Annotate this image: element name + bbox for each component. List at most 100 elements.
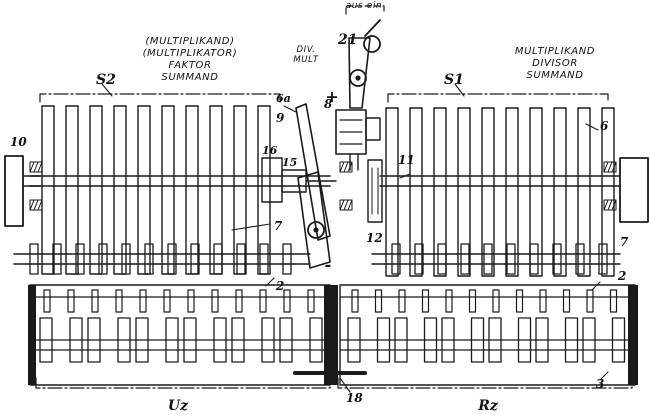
digit-wheel	[347, 317, 361, 363]
setting-slide	[65, 105, 79, 275]
bearing-block	[339, 161, 353, 173]
pinion	[529, 243, 539, 275]
caption-aus-ein: aus ein	[346, 1, 383, 11]
group-brackets	[35, 5, 633, 389]
right-end-block	[619, 157, 649, 223]
setting-slides-s1	[385, 107, 615, 277]
label-8: 8	[324, 97, 333, 111]
transfer-tooth	[539, 289, 547, 313]
setting-slide	[505, 107, 519, 277]
label-6a: 6a	[276, 92, 291, 105]
digit-wheel	[582, 317, 596, 363]
bearing-block	[603, 161, 617, 173]
setting-slide	[577, 107, 591, 277]
digit-wheel	[117, 317, 131, 363]
bearing-hatch	[607, 199, 613, 211]
digit-wheel	[231, 317, 245, 363]
pinion	[391, 243, 401, 275]
bearing-hatch	[603, 199, 609, 211]
transfer-tooth	[609, 289, 618, 313]
label-15: 15	[282, 156, 297, 169]
bearing-block	[603, 199, 617, 211]
setting-slide	[137, 105, 151, 275]
label-21: 21	[337, 32, 357, 48]
left-handwheel	[4, 155, 41, 227]
digit-wheel	[611, 317, 626, 363]
bearing-hatch	[339, 161, 345, 173]
setting-slide	[209, 105, 223, 275]
pinion	[552, 243, 562, 275]
caption-summand-right: SUMMAND	[526, 70, 583, 81]
pinion	[236, 243, 246, 275]
coupling-8	[335, 109, 381, 171]
label-18: 18	[346, 391, 363, 405]
caption-multiplikand-left: (MULTIPLIKAND)	[145, 36, 234, 47]
setting-slide	[553, 107, 567, 277]
digit-wheel	[564, 317, 579, 363]
caption-multiplikator: (MULTIPLIKATOR)	[143, 48, 238, 59]
label-s2: S2	[96, 72, 116, 88]
digit-wheel	[261, 317, 275, 363]
transfer-tooth	[515, 289, 524, 313]
pinion	[282, 243, 292, 275]
pinions-left	[29, 243, 292, 275]
setting-slide	[601, 107, 615, 277]
pinions-right	[391, 243, 608, 275]
bearing-hatch	[37, 199, 43, 211]
label-16: 16	[262, 144, 278, 157]
label-9: 9	[276, 111, 285, 125]
transfer-tooth	[235, 289, 243, 313]
pinion	[167, 243, 177, 275]
gear-12	[367, 159, 383, 223]
transfer-tooth	[351, 289, 359, 313]
bearing-hatch	[37, 161, 43, 173]
reversing-lever-9	[295, 103, 331, 241]
transfer-tooth	[91, 289, 99, 313]
digit-wheel	[517, 317, 532, 363]
pinion	[460, 243, 470, 275]
pinion	[259, 243, 269, 275]
counter-wheels-uz	[39, 289, 323, 363]
setting-slide	[41, 105, 55, 275]
caption-mult: MULT	[293, 55, 319, 65]
bearing-hatch	[343, 199, 349, 211]
digit-wheel	[441, 317, 455, 363]
digit-wheel	[135, 317, 149, 363]
transfer-tooth	[115, 289, 123, 313]
bearing-hatch	[603, 161, 609, 173]
transfer-tooth	[586, 289, 594, 313]
label-11: 11	[398, 153, 415, 167]
setting-slide	[529, 107, 543, 277]
label-2-right: 2	[617, 269, 626, 283]
caption-summand-left: SUMMAND	[161, 72, 218, 83]
transfer-tooth	[43, 289, 51, 313]
crank-arm	[297, 171, 331, 269]
transfer-tooth	[421, 289, 430, 313]
transfer-tooth	[163, 289, 171, 313]
pinion	[98, 243, 108, 275]
digit-wheel	[213, 317, 227, 363]
setting-slide	[113, 105, 127, 275]
digit-wheel	[69, 317, 83, 363]
register-end-caps	[28, 285, 638, 385]
transfer-tooth	[398, 289, 406, 313]
caption-divisor: DIVISOR	[532, 58, 578, 69]
pinion	[506, 243, 516, 275]
label-12: 12	[366, 231, 383, 245]
digit-wheel	[279, 317, 293, 363]
label-7-right: 7	[620, 235, 629, 249]
transfer-tooth	[307, 289, 315, 313]
switch-lever-21	[348, 19, 381, 109]
transfer-tooth	[492, 289, 500, 313]
setting-slide	[185, 105, 199, 275]
label-s1: S1	[444, 72, 464, 88]
label-2-left: 2	[275, 279, 284, 293]
pinion	[437, 243, 447, 275]
pinion	[75, 243, 85, 275]
upper-shaft	[29, 175, 621, 187]
label-10: 10	[10, 135, 27, 149]
bearing-block	[29, 161, 43, 173]
result-wheels-rz	[347, 289, 626, 363]
bearing-hatch	[29, 161, 35, 173]
bearing-hatch	[347, 199, 353, 211]
